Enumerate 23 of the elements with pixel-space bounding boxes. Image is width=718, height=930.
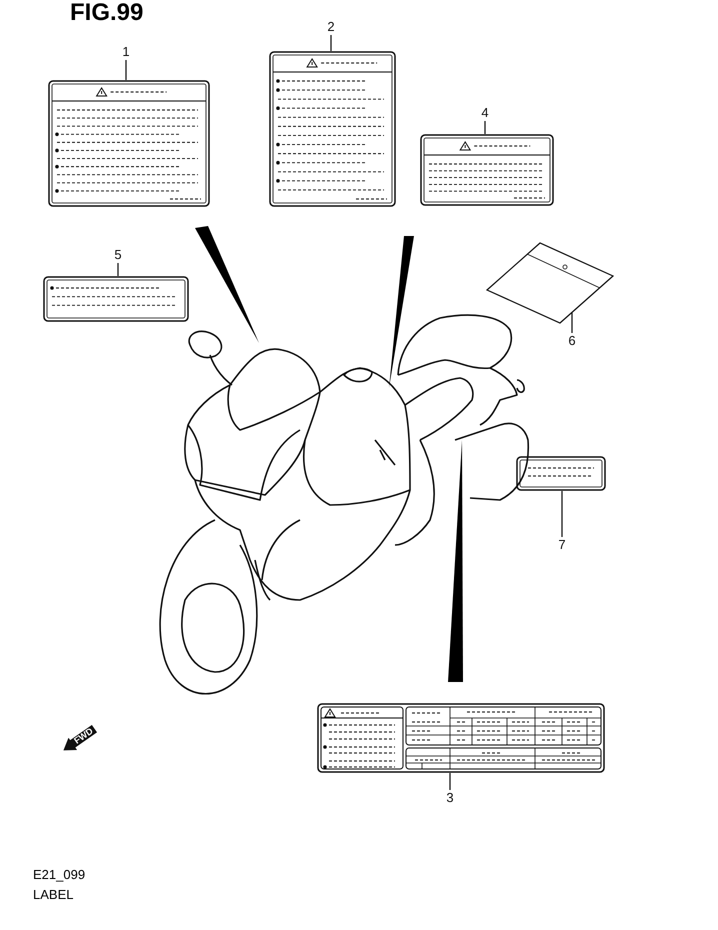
callout-number: 7 xyxy=(555,537,569,553)
label-sticker xyxy=(48,80,210,207)
label-sticker xyxy=(487,243,613,323)
callout-number: 6 xyxy=(565,333,579,349)
label-sticker xyxy=(420,134,554,206)
label-sticker xyxy=(317,703,605,773)
leader-line xyxy=(117,263,119,276)
callout-number: 5 xyxy=(111,247,125,263)
figure-title: FIG.99 xyxy=(70,0,144,26)
callout-number: 1 xyxy=(119,44,133,60)
leader-line xyxy=(330,35,332,51)
leader-line xyxy=(484,121,486,134)
caption-text: E21_099 xyxy=(33,867,86,882)
leader-line xyxy=(125,60,127,80)
callout-number: 2 xyxy=(324,19,338,35)
label-sticker xyxy=(43,276,189,322)
callout-number: 4 xyxy=(478,105,492,121)
label-sticker xyxy=(269,51,396,207)
leader-line xyxy=(449,773,451,790)
callout-number: 3 xyxy=(443,790,457,806)
leader-line xyxy=(561,491,563,537)
label-sticker xyxy=(516,456,606,491)
caption-text: LABEL xyxy=(33,887,74,902)
